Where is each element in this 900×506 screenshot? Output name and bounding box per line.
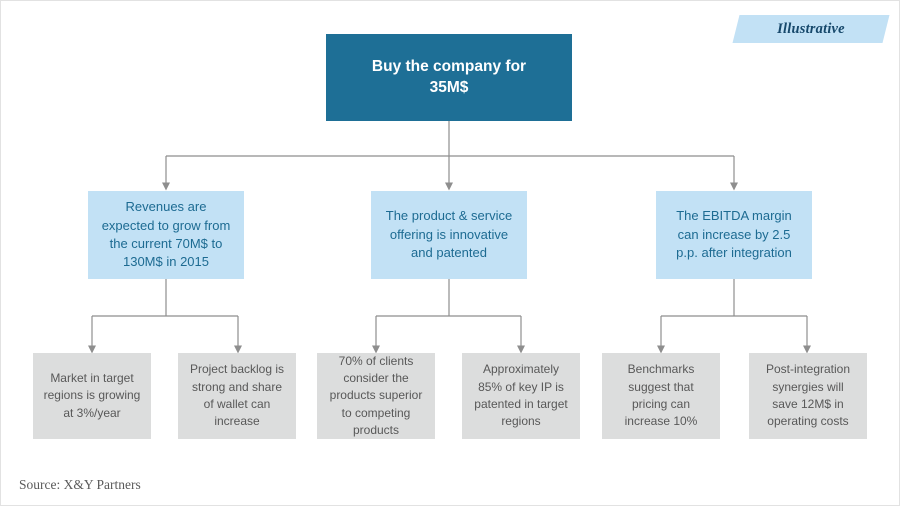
node-leaf-3-line3: products superior (329, 388, 423, 403)
node-leaf-1-line3: at 3%/year (63, 405, 121, 420)
node-root-line2: 35M$ (429, 78, 469, 96)
node-mid-3-line2: can increase by 2.5 (677, 226, 791, 242)
node-leaf-2-line3: of wallet can (203, 397, 271, 411)
node-mid-1-line3: the current 70M$ to (109, 236, 223, 251)
node-mid-2-line2: offering is innovative (389, 226, 509, 242)
node-leaf-market-growth[interactable]: Market in target regions is growing at 3… (33, 353, 151, 439)
node-mid-1-line1: Revenues are (125, 199, 207, 215)
source-note: Source: X&Y Partners (19, 477, 141, 492)
node-mid-2-line3: and patented (411, 245, 487, 261)
node-leaf-6-line2: synergies will (772, 379, 844, 394)
node-leaf-1-line2: regions is growing (43, 388, 141, 403)
node-leaf-5-line3: pricing can (631, 397, 691, 411)
node-mid-ebitda[interactable]: The EBITDA margin can increase by 2.5 p.… (656, 191, 812, 279)
node-leaf-6-line1: Post-integration (765, 362, 851, 377)
node-leaf-2-line4: increase (214, 414, 260, 429)
node-mid-1-line4: 130M$ in 2015 (122, 254, 209, 270)
node-leaf-2-line2: strong and share (191, 379, 283, 394)
illustrative-badge: Illustrative (732, 15, 890, 43)
node-leaf-4-line4: regions (501, 414, 541, 429)
node-mid-3-line1: The EBITDA margin (676, 208, 792, 224)
node-leaf-1-line1: Market in target (50, 370, 134, 385)
node-root[interactable]: Buy the company for 35M$ (326, 34, 572, 121)
node-mid-1-line2: expected to grow from (101, 217, 231, 233)
badge-label: Illustrative (777, 20, 845, 37)
node-leaf-6-line3: save 12M$ in (772, 397, 844, 411)
node-leaf-3-line4: to competing (341, 405, 411, 420)
node-leaf-4-line3: patented in target (474, 397, 568, 411)
node-leaf-ip-patented[interactable]: Approximately 85% of key IP is patented … (462, 353, 580, 439)
node-leaf-5-line1: Benchmarks (627, 362, 695, 377)
node-leaf-project-backlog[interactable]: Project backlog is strong and share of w… (178, 353, 296, 439)
node-mid-2-line1: The product & service (385, 208, 513, 224)
node-leaf-5-line2: suggest that (628, 379, 694, 394)
node-leaf-4-line1: Approximately (482, 362, 560, 377)
node-leaf-client-preference[interactable]: 70% of clients consider the products sup… (317, 353, 435, 439)
node-mid-3-line3: p.p. after integration (676, 245, 792, 261)
node-mid-revenues[interactable]: Revenues are expected to grow from the c… (88, 191, 244, 279)
node-mid-product-service[interactable]: The product & service offering is innova… (371, 191, 527, 279)
node-leaf-post-integration-synergies[interactable]: Post-integration synergies will save 12M… (749, 353, 867, 439)
node-leaf-4-line2: 85% of key IP is (478, 379, 564, 394)
node-leaf-3-line5: products (352, 423, 400, 438)
node-leaf-6-line4: operating costs (767, 414, 849, 429)
node-leaf-2-line1: Project backlog is (189, 362, 285, 377)
node-leaf-3-line2: consider the (343, 370, 409, 385)
node-leaf-pricing-benchmarks[interactable]: Benchmarks suggest that pricing can incr… (602, 353, 720, 439)
node-leaf-5-line4: increase 10% (624, 414, 698, 429)
node-root-line1: Buy the company for (371, 58, 527, 76)
node-leaf-3-line1: 70% of clients (338, 353, 414, 368)
